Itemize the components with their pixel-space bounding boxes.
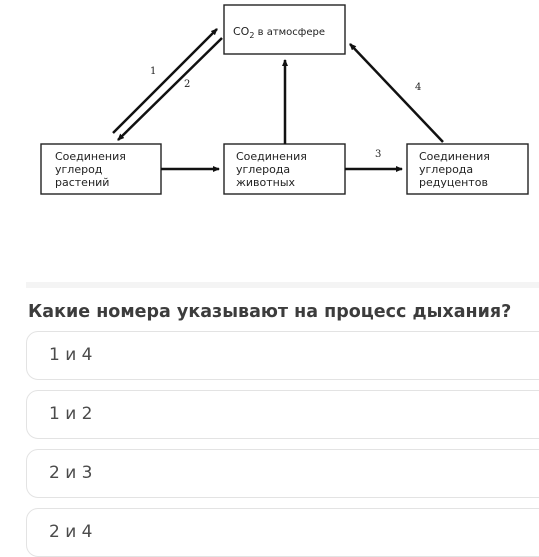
arrow-1 <box>112 28 218 134</box>
arrow-4-label: 4 <box>415 82 422 93</box>
answer-option-label: 2 и 4 <box>49 522 93 542</box>
answer-option-3[interactable]: 2 и 3 <box>26 449 539 498</box>
answer-option-label: 2 и 3 <box>49 463 93 483</box>
diagram-svg <box>40 4 529 195</box>
answer-option-4[interactable]: 2 и 4 <box>26 508 539 557</box>
box-plants <box>40 143 162 195</box>
answer-option-label: 1 и 2 <box>49 404 93 424</box>
answer-option-label: 1 и 4 <box>49 345 93 365</box>
decomposers-label: Соединения углерода редуцентов <box>419 150 490 189</box>
separator <box>26 282 539 288</box>
animals-label: Соединения углерода животных <box>236 150 307 189</box>
answer-option-2[interactable]: 1 и 2 <box>26 390 539 439</box>
arrow-2-label: 2 <box>184 79 191 90</box>
arrow-4 <box>349 43 444 143</box>
plants-label: Соединения углерод растений <box>55 150 126 189</box>
box-co2 <box>223 4 346 55</box>
question-text: Какие номера указывают на процесс дыхани… <box>28 302 512 322</box>
answer-option-1[interactable]: 1 и 4 <box>26 331 539 380</box>
co2-label: CO2 в атмосфере <box>233 25 326 41</box>
arrow-2 <box>117 37 223 141</box>
arrow-1-label: 1 <box>150 66 157 77</box>
carbon-cycle-diagram: CO2 в атмосфере Соединения углерод расте… <box>40 4 529 195</box>
arrow-3-label: 3 <box>375 149 382 160</box>
box-decomposers <box>406 143 529 195</box>
